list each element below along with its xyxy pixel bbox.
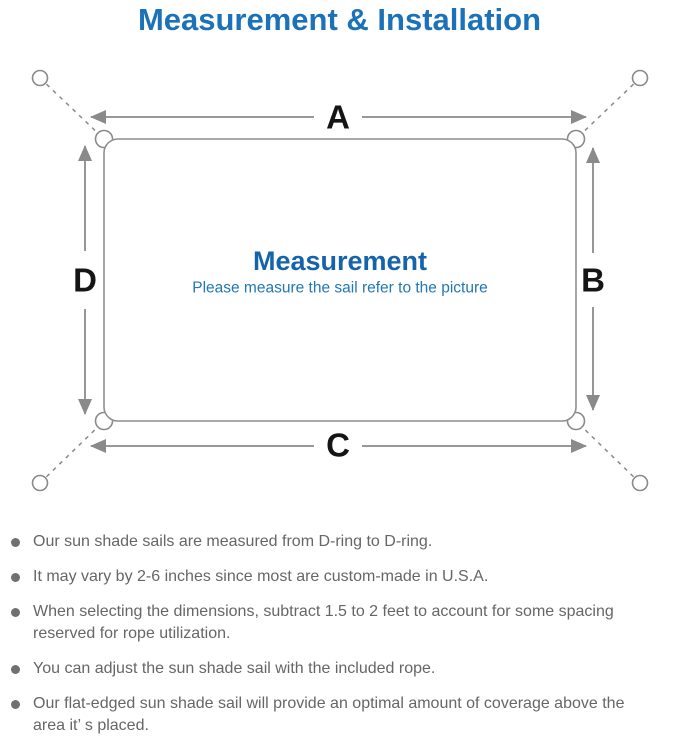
list-item: Our flat-edged sun shade sail will provi… xyxy=(11,693,659,737)
rope-line-top-right xyxy=(575,77,641,140)
side-label-d: D xyxy=(73,262,97,299)
bullet-icon xyxy=(11,608,20,617)
anchor-rope-dashed-lines xyxy=(39,77,641,484)
list-item: When selecting the dimensions, subtract … xyxy=(11,601,659,645)
list-item-text: Our sun shade sails are measured from D-… xyxy=(33,533,433,550)
list-item-text: You can adjust the sun shade sail with t… xyxy=(33,660,436,677)
anchor-point-icon xyxy=(31,69,49,87)
bullet-icon xyxy=(11,665,20,674)
rope-line-bottom-right xyxy=(575,420,641,484)
list-item: It may vary by 2-6 inches since most are… xyxy=(11,566,659,588)
bullet-icon xyxy=(11,700,20,709)
rope-line-bottom-left xyxy=(39,420,105,484)
side-label-c: C xyxy=(326,427,350,464)
bullet-icon xyxy=(11,573,20,582)
diagram-heading: Measurement xyxy=(253,246,427,276)
dimension-arrows xyxy=(78,110,600,453)
list-item: Our sun shade sails are measured from D-… xyxy=(11,531,659,553)
side-label-b: B xyxy=(581,262,605,299)
side-label-a: A xyxy=(326,99,350,136)
notes-list: Our sun shade sails are measured from D-… xyxy=(11,531,659,739)
sail-measurement-diagram: A B C D Measurement Please measure the s… xyxy=(31,69,649,492)
list-item-text: Our flat-edged sun shade sail will provi… xyxy=(33,695,625,734)
bullet-icon xyxy=(11,538,20,547)
list-item: You can adjust the sun shade sail with t… xyxy=(11,658,659,680)
anchor-point-icon xyxy=(631,69,649,87)
diagram-subtitle: Please measure the sail refer to the pic… xyxy=(192,280,488,297)
mounting-anchors xyxy=(31,69,649,492)
anchor-point-icon xyxy=(31,474,49,492)
list-item-text: When selecting the dimensions, subtract … xyxy=(33,603,614,642)
shade-sail-outline xyxy=(103,138,577,422)
list-item-text: It may vary by 2-6 inches since most are… xyxy=(33,568,489,585)
page-title: Measurement & Installation xyxy=(137,2,542,37)
anchor-point-icon xyxy=(631,474,649,492)
rope-line-top-left xyxy=(39,77,105,140)
